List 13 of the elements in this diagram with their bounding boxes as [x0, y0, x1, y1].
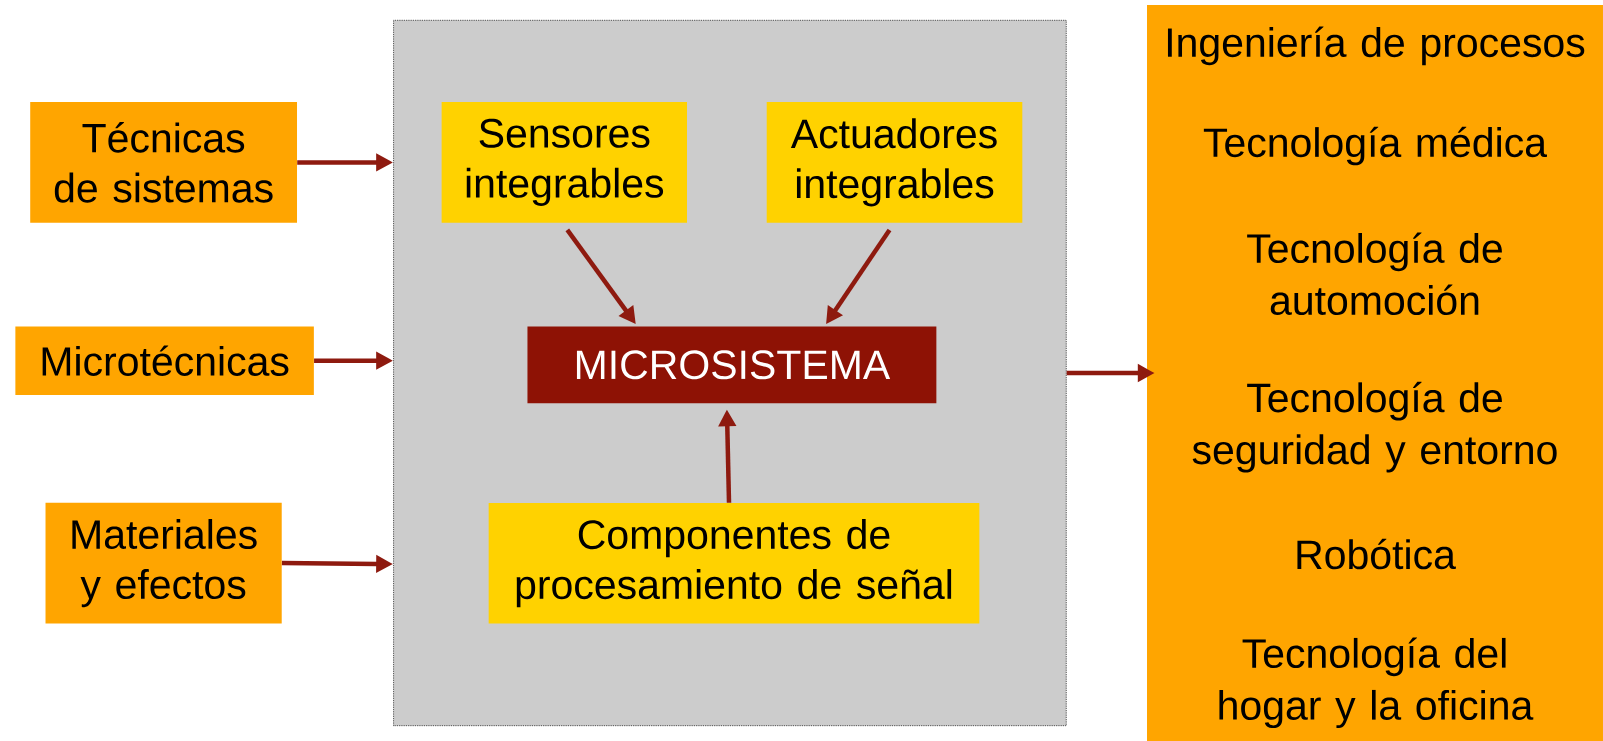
list-item: Tecnología de automoción: [1247, 232, 1502, 316]
component-box: Sensores integrables: [441, 102, 687, 223]
list-item: Tecnología del hogar y la oficina: [1219, 637, 1534, 729]
component-box: Actuadores integrables: [766, 102, 1023, 223]
input-box: Microtécnicas: [15, 326, 314, 395]
list-item: Tecnología de seguridad y entorno: [1192, 381, 1557, 473]
list-item: Robótica: [1297, 538, 1456, 570]
list-item: Ingeniería de procesos: [1167, 26, 1585, 66]
list-item: Tecnología médica: [1203, 126, 1547, 166]
component-box: Componentes de procesamiento de señal: [488, 502, 980, 624]
input-box: Materiales y efectos: [45, 502, 282, 624]
input-box: Técnicas de sistemas: [30, 102, 297, 223]
core-box: MICROSISTEMA: [527, 326, 937, 404]
